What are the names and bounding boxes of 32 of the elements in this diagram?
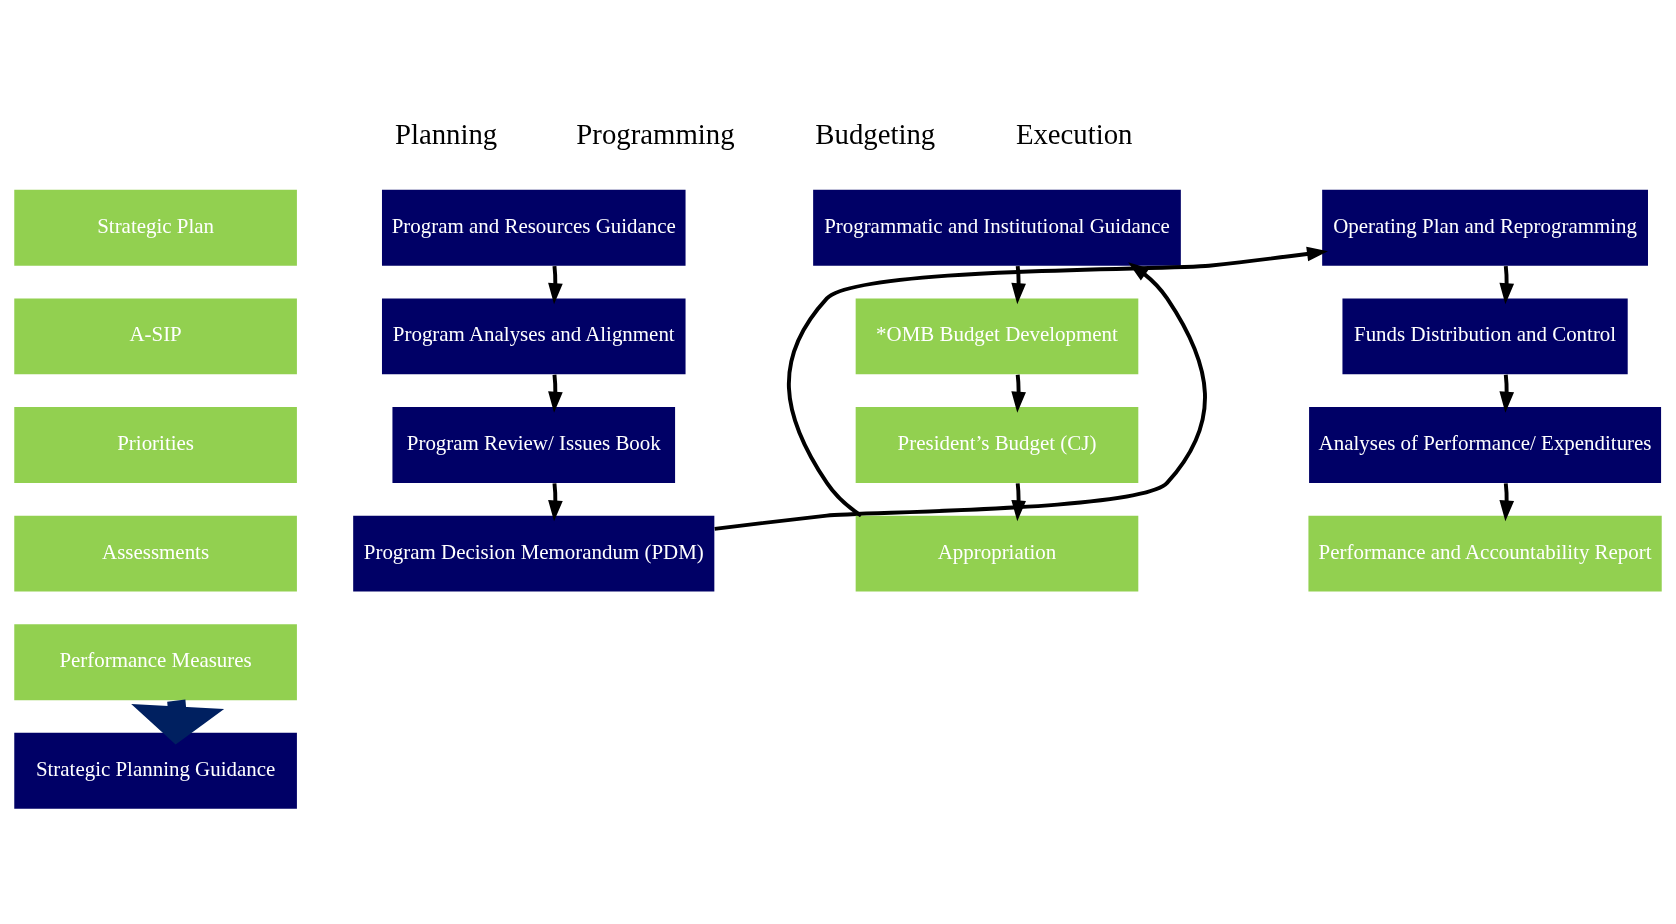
node-box: Program Decision Memorandum (PDM) [353,515,715,592]
node-box: Performance Measures [14,624,297,701]
node-box: Operating Plan and Reprogramming [1322,189,1648,266]
label: Budgeting [815,117,936,150]
label: Execution [1015,117,1133,150]
node-box: Assessments [14,515,297,592]
arrow [787,246,1328,518]
arrow [548,374,563,413]
arrow [1011,483,1026,522]
node-box: Programmatic and Institutional Guidance [813,189,1181,266]
label: Programming [576,117,735,150]
node-box: Program Analyses and Alignment [381,298,686,375]
label: Planning [394,117,498,150]
node-box: Analyses of Performance/ Expenditures [1309,407,1662,483]
node-box: Strategic Plan [14,189,297,266]
node-box: Strategic Planning Guidance [14,732,297,809]
arrow [1499,265,1515,305]
node-box: Program and Resources Guidance [381,189,686,266]
node-box: Performance and Accountability Report [1308,515,1662,592]
node-box: Program Review/ Issues Book [392,407,676,483]
node-box: Funds Distribution and Control [1342,298,1628,375]
arrow [548,265,563,305]
node-box: A-SIP [14,298,297,375]
node-box: *OMB Budget Development [855,298,1139,375]
arrow [1499,483,1515,522]
arrow [1011,374,1026,413]
arrow [1011,265,1026,305]
node-box: President’s Budget (CJ) [855,407,1139,483]
arrow [1499,374,1515,413]
node-box: Priorities [14,407,297,483]
arrow [548,483,563,522]
node-box: Appropriation [855,515,1139,592]
